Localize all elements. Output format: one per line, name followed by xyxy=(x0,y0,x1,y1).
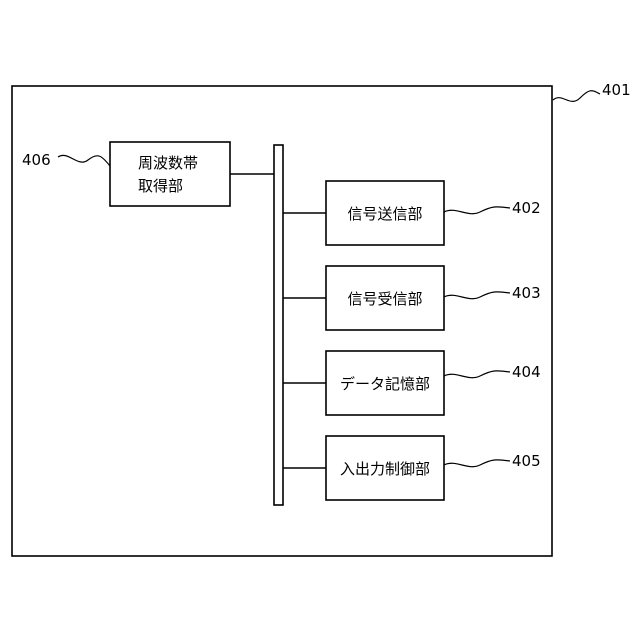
io-control-ref: 405 xyxy=(512,452,541,470)
outer-frame-ref: 401 xyxy=(602,81,631,99)
freq-band-unit-label-line1: 周波数帯 xyxy=(138,154,198,172)
signal-transmitter-ref: 402 xyxy=(512,199,541,217)
data-storage-ref: 404 xyxy=(512,363,541,381)
freq-band-unit-box xyxy=(110,142,230,206)
freq-band-unit-ref: 406 xyxy=(22,151,51,169)
bus xyxy=(274,145,283,505)
outer-frame-leader xyxy=(553,91,600,102)
signal-receiver-ref: 403 xyxy=(512,284,541,302)
signal-receiver-label: 信号受信部 xyxy=(347,290,422,308)
data-storage-label: データ記憶部 xyxy=(340,375,430,393)
signal-transmitter-label: 信号送信部 xyxy=(347,205,422,223)
io-control-label: 入出力制御部 xyxy=(340,460,430,478)
freq-band-unit-label-line2: 取得部 xyxy=(138,177,183,195)
